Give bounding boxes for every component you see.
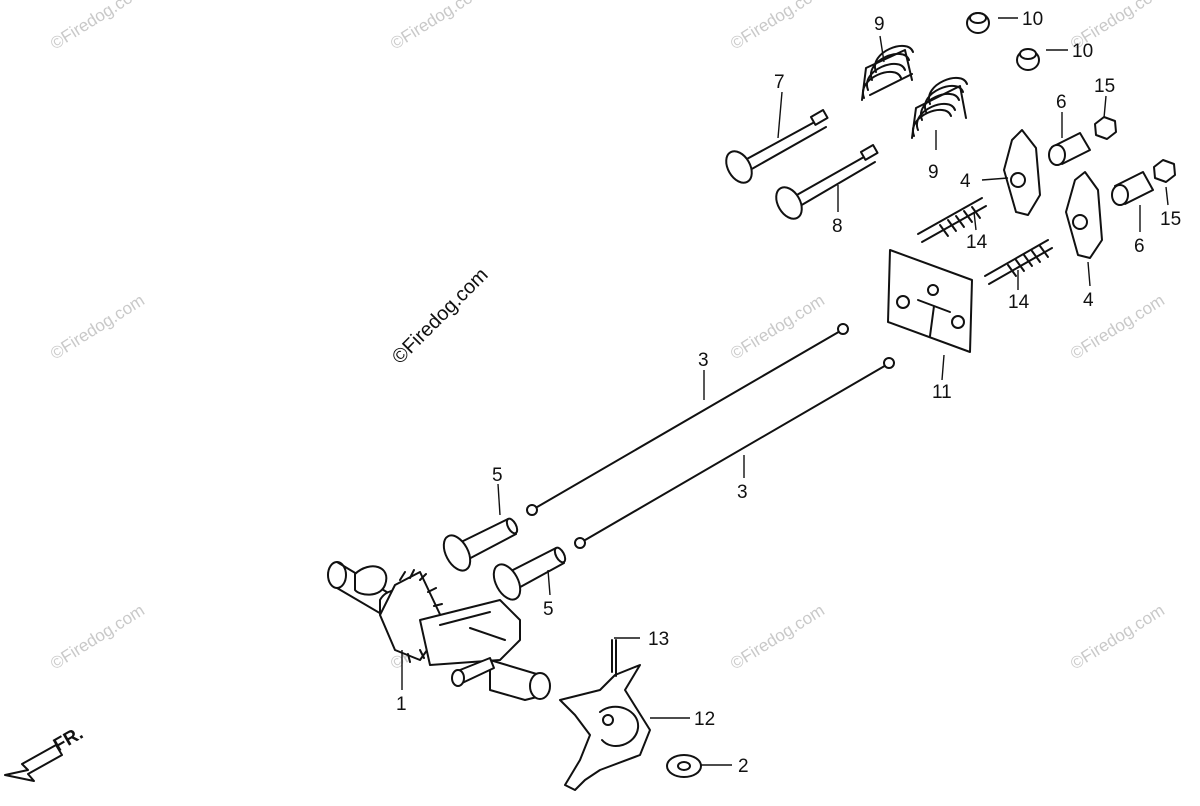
callout-15: 15 — [1094, 76, 1115, 97]
spring-retainer-lower — [1016, 48, 1040, 71]
callout-4: 4 — [960, 171, 971, 192]
callout-12: 12 — [694, 709, 715, 730]
watermark: ©Firedog.com — [727, 601, 828, 674]
governor-weight — [559, 664, 651, 791]
callout-15: 15 — [1160, 209, 1181, 230]
callout-13: 13 — [648, 629, 669, 650]
rocker-arm-stud-upper — [917, 197, 987, 243]
callout-3: 3 — [698, 350, 709, 371]
push-rod-upper — [526, 323, 849, 516]
watermark: ©Firedog.com — [1067, 601, 1168, 674]
callout-1: 1 — [396, 694, 407, 715]
valve-lifter-lower — [492, 546, 567, 601]
spring-retainer-upper — [966, 12, 990, 34]
watermark: ©Firedog.com — [47, 291, 148, 364]
front-direction-arrow: FR. — [4, 723, 87, 782]
rocker-pivot-lower — [1111, 171, 1154, 206]
callout-5: 5 — [543, 599, 554, 620]
callout-6: 6 — [1056, 92, 1067, 113]
thrust-washer — [666, 754, 702, 778]
callout-4: 4 — [1083, 290, 1094, 311]
callouts: 10 10 9 9 7 8 6 6 15 15 4 4 14 14 11 3 3… — [396, 9, 1181, 777]
pivot-nut-lower — [1153, 159, 1176, 183]
watermark: ©Firedog.com — [387, 0, 488, 53]
valve-lifter-upper — [442, 517, 519, 572]
leader-lines — [401, 17, 1169, 766]
callout-5: 5 — [492, 465, 503, 486]
rocker-arm-upper — [1003, 129, 1041, 216]
valve-spring-lower — [911, 77, 968, 139]
watermark: ©Firedog.com — [727, 291, 828, 364]
watermark: ©Firedog.com — [47, 0, 148, 53]
camshaft — [327, 561, 551, 701]
intake-valve — [775, 144, 879, 220]
callout-9: 9 — [874, 14, 885, 35]
callout-2: 2 — [738, 756, 749, 777]
valve-spring-upper — [861, 45, 914, 101]
callout-10: 10 — [1022, 9, 1043, 30]
rocker-arm-lower — [1065, 171, 1103, 259]
governor-pin — [611, 639, 617, 677]
pushrod-guide-plate — [887, 249, 973, 353]
callout-8: 8 — [832, 216, 843, 237]
callout-14: 14 — [1008, 292, 1030, 313]
watermark: ©Firedog.com — [47, 601, 148, 674]
exhaust-valve — [725, 109, 829, 184]
callout-9: 9 — [928, 162, 939, 183]
watermark: ©Firedog.com — [727, 0, 828, 53]
callout-14: 14 — [966, 232, 988, 253]
callout-10: 10 — [1072, 41, 1093, 62]
watermarks: ©Firedog.com ©Firedog.com ©Firedog.com ©… — [47, 0, 1168, 673]
brand-label: ©Firedog.com — [388, 264, 493, 369]
pivot-nut-upper — [1094, 116, 1117, 140]
callout-11: 11 — [932, 382, 952, 403]
callout-3: 3 — [737, 482, 748, 503]
callout-6: 6 — [1134, 236, 1145, 257]
rocker-pivot-upper — [1048, 132, 1091, 166]
push-rod-lower — [574, 357, 895, 549]
callout-7: 7 — [774, 72, 785, 93]
rocker-arm-stud-lower — [984, 239, 1053, 285]
